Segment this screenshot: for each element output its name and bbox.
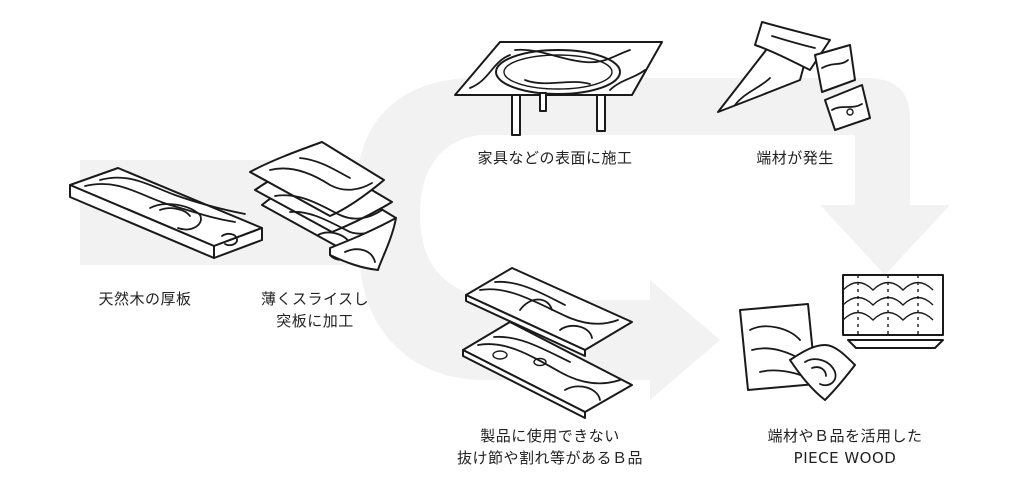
offcut-scraps-icon: [717, 21, 871, 131]
step-label-b-grade: 製品に使用できない 抜け節や割れ等があるＢ品: [430, 425, 670, 469]
step-label-veneer: 薄くスライスし 突板に加工: [245, 288, 385, 332]
step-label-line: PIECE WOOD: [793, 449, 897, 467]
flow-arrow-c-loop: [250, 78, 950, 400]
step-label-line: 天然木の厚板: [98, 290, 192, 308]
step-label-line: 端材が発生: [756, 149, 834, 167]
table-icon: [454, 41, 663, 136]
step-label-line: 突板に加工: [276, 312, 354, 330]
step-label-piece-wood: 端材やＢ品を活用した PIECE WOOD: [735, 425, 955, 469]
step-label-furniture: 家具などの表面に施工: [455, 147, 655, 169]
veneer-sheets-icon: [249, 141, 397, 271]
step-label-line: 家具などの表面に施工: [477, 149, 633, 167]
step-label-line: 薄くスライスし: [260, 290, 370, 308]
b-grade-boards-icon: [462, 267, 633, 419]
piece-wood-tiles-icon: [739, 274, 944, 401]
step-label-offcuts: 端材が発生: [735, 147, 855, 169]
step-label-line: 製品に使用できない: [480, 427, 620, 445]
step-label-solid-wood: 天然木の厚板: [70, 288, 220, 310]
step-label-line: 抜け節や割れ等があるＢ品: [456, 449, 643, 467]
wood-plank-icon: [69, 167, 263, 259]
step-label-line: 端材やＢ品を活用した: [767, 427, 923, 445]
